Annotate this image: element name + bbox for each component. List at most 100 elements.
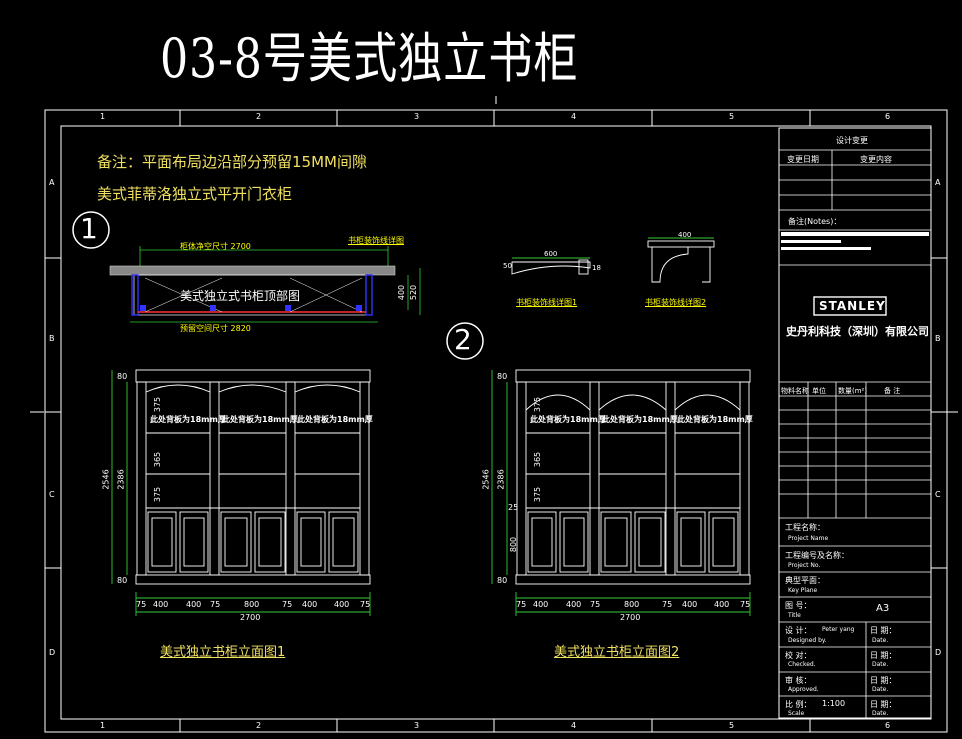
elev2-vert-dim-5: 800 [509,536,519,553]
tb-designed-name: Peter yang [822,626,855,633]
grid-row-a-left: A [49,178,55,187]
grid-col-2-bottom: 2 [256,721,262,730]
elev2-shelf-note-2: 此处背板为18mm厚 [602,415,678,424]
note-line-2: 美式菲蒂洛独立式平开门衣柜 [97,185,293,203]
tb-sheet-size: A3 [876,603,890,614]
elev1-vert-dim-3: 375 [153,486,163,503]
elev2-shelf-note-3: 此处背板为18mm厚 [677,415,753,424]
grid-row-b-left: B [49,334,55,343]
plan-detail-link[interactable]: 书柜装饰线详图 [348,236,404,245]
detail-1-dim-18: 18 [592,264,601,272]
elev1-bdim-8: 75 [360,600,371,609]
elev2-dim-2386: 2386 [496,469,506,490]
elev2-bdim-8: 75 [740,600,751,609]
grid-col-6-top: 6 [885,112,891,121]
grid-row-d-left: D [49,648,56,657]
grid-col-5-bottom: 5 [729,721,735,730]
detail-1-dim-50: 50 [503,262,512,270]
tb-date-en-1: Date. [872,637,889,644]
tb-col-unit: 单位 [812,387,826,395]
tb-change-date: 变更日期 [787,155,819,164]
note-line-1: 备注：平面布局边沿部分预留15MM间隙 [97,153,367,171]
grid-col-2-top: 2 [256,112,262,121]
elev2-vert-dim-1: 375 [533,396,543,413]
tb-checked-cn: 校 对： [785,651,812,660]
tb-checked-en: Checked. [788,661,816,668]
elev2-bdim-6: 400 [682,600,698,609]
grid-row-b-right: B [935,334,941,343]
tb-project-no-cn: 工程编号及名称： [785,551,849,560]
tb-col-remark: 备 注 [884,387,901,395]
tb-date-en-4: Date. [872,710,889,717]
tb-drawing-no-en: Title [788,612,801,619]
tb-designed-en: Designed by. [788,637,827,644]
grid-col-4-bottom: 4 [571,721,577,730]
elev1-bdim-3: 75 [210,600,221,609]
elev2-shelf-note-1: 此处背板为18mm厚 [530,415,606,424]
elev2-bdim-7: 400 [714,600,730,609]
grid-col-1-top: 1 [100,112,106,121]
plan-dim-520: 520 [409,284,419,301]
tb-date-cn-3: 日 期： [870,676,897,685]
marker-1: 1 [80,212,98,245]
grid-col-6-bottom: 6 [885,721,891,730]
plan-view [109,246,421,323]
elev2-total: 2700 [620,613,641,622]
elev1-shelf-note-1: 此处背板为18mm厚 [150,415,226,424]
elev1-shelf-note-3: 此处背板为18mm厚 [297,415,373,424]
grid-row-c-left: C [49,490,55,499]
detail-2-drawing [647,237,715,283]
elev2-bdim-4: 800 [624,600,640,609]
elev1-bdim-1: 400 [153,600,169,609]
tb-scale-cn: 比 例： [785,700,812,709]
elevation-1-drawing [111,369,371,616]
tb-col-qty: 数量(m²) [838,387,868,395]
elev1-dim-2386: 2386 [116,469,126,490]
elev1-bdim-2: 400 [186,600,202,609]
elev2-bdim-3: 75 [590,600,601,609]
elev2-vert-dim-3: 375 [533,486,543,503]
tb-project-no-en: Project No. [788,562,821,569]
tb-brand: STANLEY [819,299,886,313]
grid-row-d-right: D [935,648,942,657]
tb-date-en-2: Date. [872,661,889,668]
tb-approved-en: Approved. [788,686,819,693]
elev1-bdim-5: 75 [282,600,293,609]
elev2-bdim-5: 75 [662,600,673,609]
detail-1-drawing [511,257,591,275]
tb-project-name-cn: 工程名称： [785,523,825,532]
grid-col-3-top: 3 [414,112,420,121]
tb-key-plane-en: Key Plane [788,587,818,594]
elevation-2-drawing [491,369,751,616]
elev1-bdim-0: 75 [136,600,147,609]
marker-2: 2 [454,323,472,356]
tb-change-content: 变更内容 [860,155,892,164]
elevation-2-title[interactable]: 美式独立书柜立面图2 [554,645,680,660]
plan-dim-400: 400 [397,284,407,301]
elev1-bdim-6: 400 [302,600,318,609]
plan-bottom-dim: 预留空间尺寸 2820 [180,324,251,333]
tb-date-cn-4: 日 期： [870,700,897,709]
elev1-dim-2546: 2546 [101,469,111,490]
tb-scale-value: 1:100 [822,699,846,708]
elev1-vert-dim-1: 375 [153,396,163,413]
grid-row-a-right: A [935,178,941,187]
tb-notes-label: 备注(Notes)： [788,217,842,226]
detail-1-dim-600: 600 [544,250,558,258]
plan-top-dim: 柜体净空尺寸 2700 [180,242,251,251]
tb-company: 史丹利科技（深圳）有限公司 [786,325,929,338]
elev2-bdim-0: 75 [516,600,527,609]
tb-key-plane-cn: 典型平面： [785,576,825,585]
detail-1-label: 书柜装饰线详图1 [516,298,578,307]
grid-col-5-top: 5 [729,112,735,121]
drawing-title: 03-8号美式独立书柜 [160,27,579,90]
elevation-1-title[interactable]: 美式独立书柜立面图1 [160,645,286,660]
elev2-bdim-1: 400 [533,600,549,609]
tb-date-cn-1: 日 期： [870,626,897,635]
elev2-bdim-2: 400 [566,600,582,609]
elev1-vert-dim-4: 80 [117,576,128,585]
elev1-total: 2700 [240,613,261,622]
elev2-vert-dim-4: 25 [508,503,519,512]
